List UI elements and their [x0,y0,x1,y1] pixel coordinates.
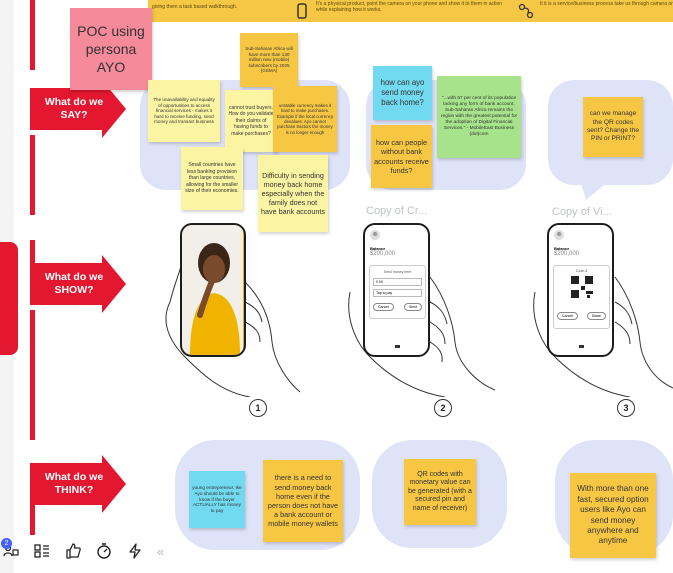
send-button[interactable]: Send [403,303,422,311]
sticky-note[interactable]: unstable currency makes it hard to make … [273,86,337,152]
lightning-button[interactable] [124,540,146,562]
balance-label: Balance [554,246,570,251]
left-red-marker [0,242,18,355]
recipient-field[interactable]: Tap to pay [373,289,422,297]
sticky-note[interactable]: how can people without bank accounts rec… [371,125,432,188]
step-number-2: 2 [434,399,452,417]
row-label-show[interactable]: What do we SHOW? [30,255,126,313]
sticky-note[interactable]: cannot trust buyers. How do you validate… [225,90,277,152]
arrow-shape [30,255,126,313]
cancel-button[interactable]: Cancel [557,312,578,320]
sticky-note[interactable]: can we manage the QR codes sent? Change … [583,97,643,157]
lightning-icon [129,543,141,559]
sticky-note[interactable]: young entrepreneur. Ike Ayo should be ab… [189,471,245,528]
step-number-3: 3 [617,399,635,417]
row-label-text: What do we THINK? [44,471,104,496]
balance-value: $200,000 [554,251,580,257]
reactions-button[interactable] [62,540,84,562]
amount-field[interactable]: 0.00 [373,278,422,286]
qr-code-icon[interactable] [570,276,593,298]
arrow-shape [30,455,126,513]
row-label-text: What do we SAY? [44,96,104,121]
sticky-note[interactable]: there is a need to send money back home … [263,460,343,542]
red-connector-line [30,505,35,535]
sticky-note[interactable]: Small countries have less banking provis… [181,147,243,210]
red-connector-line [30,0,35,70]
arrow-shape [30,80,126,138]
row-label-text: What do we SHOW? [44,271,104,296]
phone-photo-screen [180,223,246,357]
red-connector-line [30,135,35,215]
hand-sketch-illustration [165,261,300,397]
row-label-think[interactable]: What do we THINK? [30,455,126,513]
collaborators-button[interactable]: 2 [0,538,22,562]
frame-label[interactable]: Copy of Cr... [366,205,428,217]
balance-value: $200,000 [370,251,396,257]
step-number-1: 1 [249,399,267,417]
sticky-note[interactable]: how can ayo send money back home? [373,66,432,120]
red-connector-line [30,240,35,270]
sticky-note[interactable]: "...with 57 per cent of its population l… [437,76,521,158]
share-button[interactable]: Share [586,312,606,320]
phone-icon [297,3,307,19]
hand-sketch-illustration [348,276,495,397]
qr-code-label: Code-3 [575,269,588,273]
form-heading: Send money here [383,270,412,274]
timer-button[interactable] [93,540,115,562]
balance-label: Balance [370,246,386,251]
timer-icon [97,543,111,559]
board-toolbar: 2 « [0,536,170,566]
banner-text-mid: It's a physical product, point the camer… [316,1,503,13]
sticky-note[interactable]: Difficulty in sending money back home es… [258,155,328,232]
collapse-toolbar-button[interactable]: « [157,543,165,559]
sticky-note[interactable]: QR codes with monetary value can be gene… [404,459,476,525]
qr-card: Code-3 Cancel Share [553,265,610,329]
phone-send-screen: Balance $200,000 Send money here 0.00 Ta… [363,223,430,357]
hand-sketch-illustration [533,276,673,397]
cancel-button[interactable]: Cancel [373,303,394,311]
persona-title-sticky[interactable]: POC using persona AYO [70,8,152,90]
sticky-note[interactable]: With more than one fast, secured option … [570,473,656,558]
phone-qr-screen: Balance $200,000 Code-3 Cancel Share [547,223,614,357]
board-list-icon [34,544,49,558]
home-indicator [395,345,400,348]
avatar-icon [554,230,564,240]
home-indicator [579,345,584,348]
sticky-note[interactable]: The unavailability and equality of oppor… [148,80,220,142]
instructions-banner: giving them a task based walkthrough. It… [148,0,673,22]
row-label-say[interactable]: What do we SAY? [30,80,126,138]
frame-label[interactable]: Copy of Vi... [552,206,612,218]
persona-photo [182,225,243,354]
speech-tail [580,180,610,200]
sticky-note[interactable]: Sub-Saharan Africa will have more than 1… [240,33,298,87]
banner-text-right: It it is a service/business process take… [540,1,673,7]
avatar-icon [370,230,380,240]
thumbs-up-icon [66,543,81,559]
process-icon [518,3,534,19]
send-form-card: Send money here 0.00 Tap to pay Cancel S… [369,265,426,319]
red-connector-line [30,310,35,440]
banner-text-left: giving them a task based walkthrough. [152,4,238,10]
collaborators-badge: 2 [1,538,12,549]
board-list-button[interactable] [31,540,53,562]
